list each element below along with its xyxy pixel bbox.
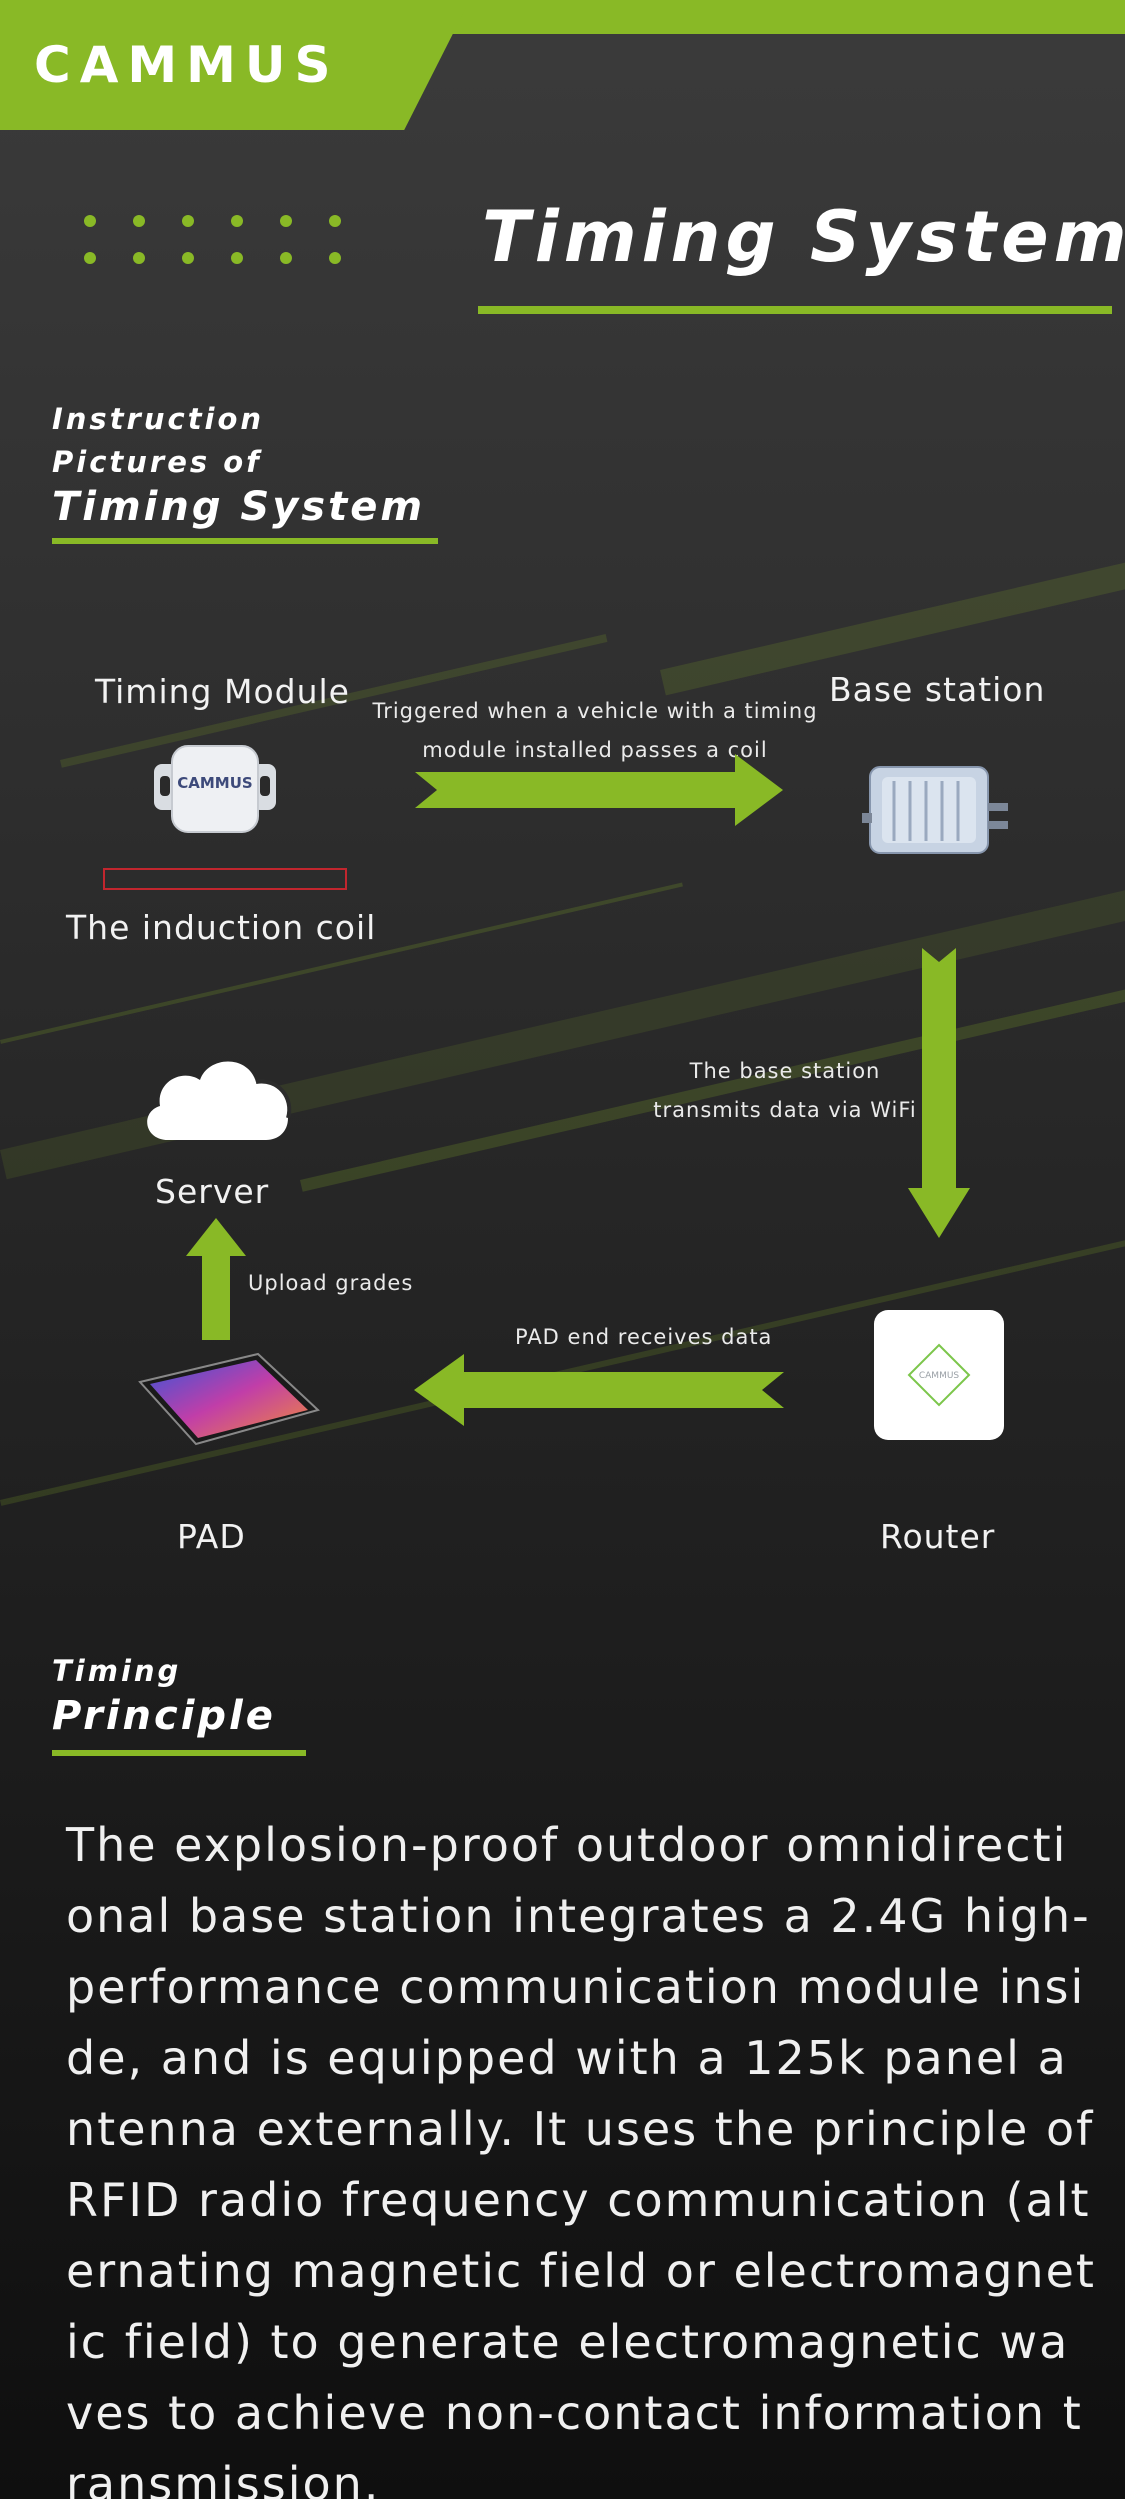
arrow-up-icon [186, 1218, 246, 1340]
title-underline [478, 306, 1112, 314]
section-underline [52, 1750, 306, 1756]
brand-logo: CAMMUS [34, 36, 340, 94]
upload-caption: Upload grades [248, 1271, 414, 1295]
router-label: Router [880, 1517, 996, 1556]
tablet-icon [138, 1352, 320, 1446]
logo-tab [0, 0, 470, 130]
base-station-label: Base station [829, 670, 1046, 709]
section-heading-line: Pictures of [52, 445, 262, 479]
router-icon: CAMMUS [874, 1310, 1004, 1440]
wifi-caption-line: The base station [689, 1059, 881, 1083]
wifi-caption-line: transmits data via WiFi [653, 1098, 917, 1122]
induction-coil-label: The induction coil [66, 908, 377, 947]
arrow-right-icon [415, 754, 783, 826]
arrow-down-icon [908, 948, 970, 1238]
section-heading-instruction: Instruction Pictures of Timing System [52, 398, 425, 530]
base-station-icon [862, 766, 1008, 854]
pad-label: PAD [177, 1517, 246, 1556]
trigger-caption-line: module installed passes a coil [422, 738, 768, 762]
section-heading-principle: Timing Principle [52, 1650, 276, 1739]
section-heading-line: Instruction [52, 402, 265, 436]
section-heading-line: Timing [52, 1654, 182, 1688]
principle-paragraph: The explosion-proof outdoor omnidirectio… [66, 1818, 1096, 2499]
trigger-caption-line: Triggered when a vehicle with a timing [372, 699, 818, 723]
trigger-caption: Triggered when a vehicle with a timing m… [370, 692, 820, 770]
timing-module-icon: CAMMUS [154, 745, 276, 833]
module-badge: CAMMUS [177, 774, 252, 792]
page-title: Timing System [482, 196, 1125, 278]
section-heading-line: Principle [52, 1693, 276, 1739]
dot-grid-decoration [84, 215, 341, 264]
arrow-left-icon [414, 1354, 784, 1426]
induction-coil-marker [103, 868, 347, 890]
router-badge: CAMMUS [919, 1371, 960, 1381]
timing-module-label: Timing Module [95, 672, 350, 711]
section-heading-line: Timing System [52, 484, 426, 530]
section-underline [52, 538, 438, 544]
cloud-icon [147, 1061, 292, 1140]
wifi-caption: The base station transmits data via WiFi [620, 1052, 950, 1130]
pad-receive-caption: PAD end receives data [515, 1325, 773, 1349]
server-label: Server [155, 1172, 270, 1211]
